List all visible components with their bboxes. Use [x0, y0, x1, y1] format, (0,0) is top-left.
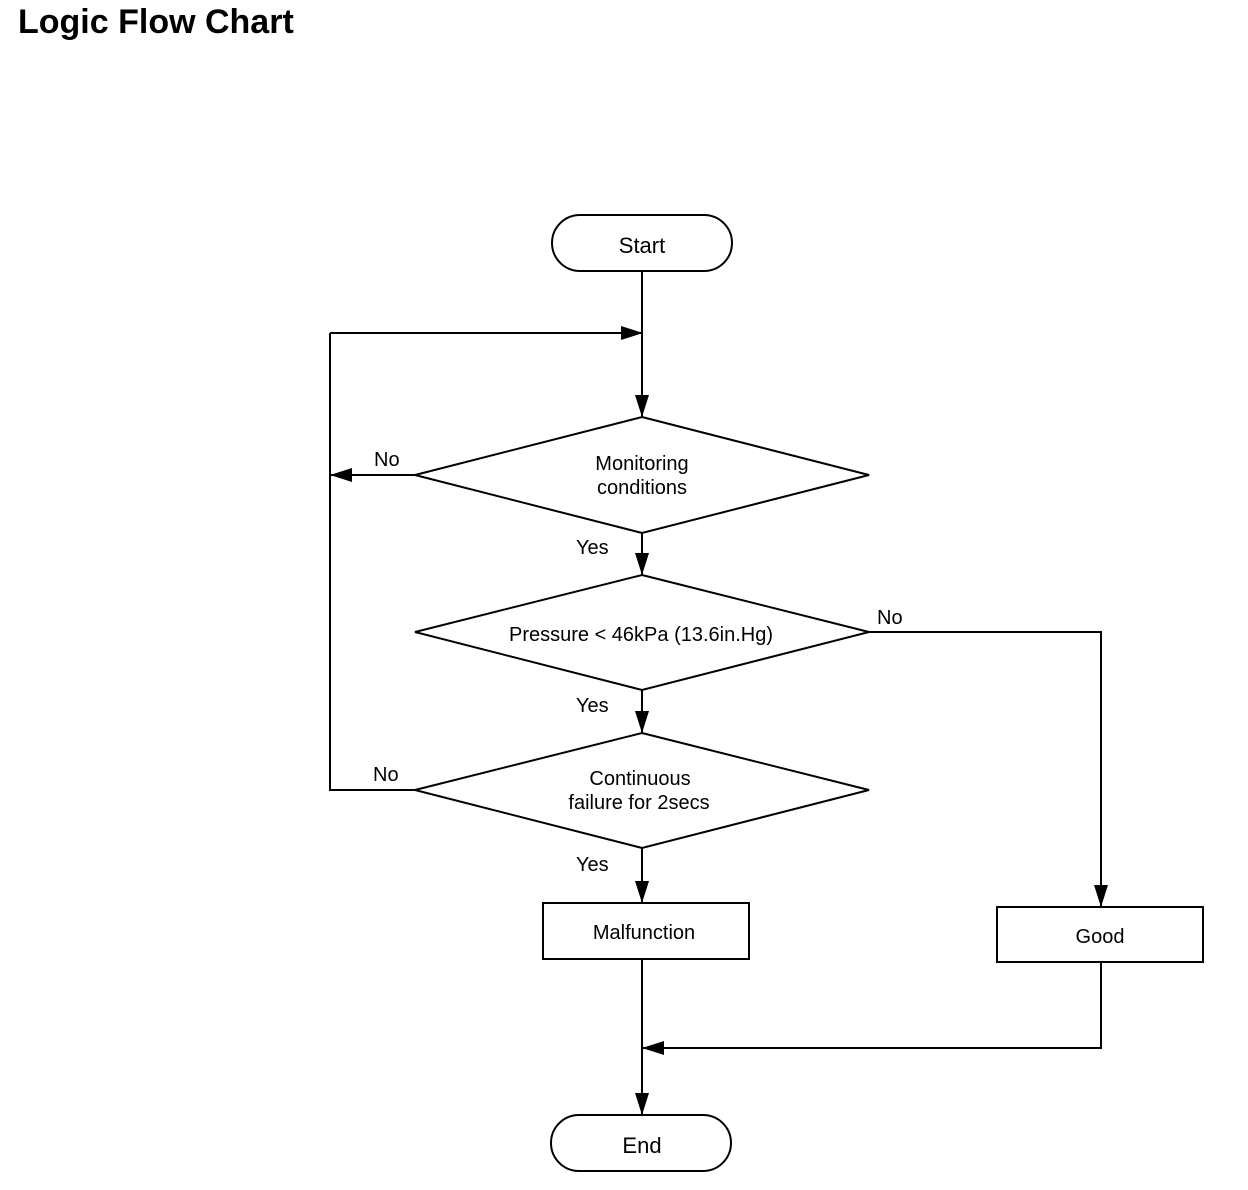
continuous-label-line2: failure for 2secs: [568, 792, 709, 814]
start-terminal: [551, 214, 733, 272]
decision-continuous-failure: [414, 731, 870, 850]
good-label: Good: [1076, 926, 1125, 948]
monitoring-yes-label: Yes: [576, 537, 609, 559]
decision-monitoring-conditions: [414, 415, 870, 535]
monitoring-label-line2: conditions: [597, 477, 687, 499]
pressure-yes-label: Yes: [576, 695, 609, 717]
connector-pressure-no: [869, 631, 1108, 907]
continuous-label-line1: Continuous: [589, 768, 690, 790]
continuous-no-label: No: [373, 764, 399, 786]
page-title: Logic Flow Chart: [18, 3, 294, 41]
continuous-yes-label: Yes: [576, 854, 609, 876]
malfunction-label: Malfunction: [593, 922, 695, 944]
pressure-no-label: No: [877, 607, 903, 629]
monitoring-no-label: No: [374, 449, 400, 471]
end-terminal: [550, 1114, 732, 1172]
connector-good-to-end: [642, 962, 1102, 1055]
start-label: Start: [619, 233, 665, 258]
malfunction-box: [542, 902, 750, 960]
pressure-label: Pressure < 46kPa (13.6in.Hg): [509, 624, 773, 646]
good-box: [996, 906, 1204, 963]
decision-pressure: [414, 573, 870, 692]
monitoring-label-line1: Monitoring: [595, 453, 688, 475]
end-label: End: [622, 1133, 661, 1158]
